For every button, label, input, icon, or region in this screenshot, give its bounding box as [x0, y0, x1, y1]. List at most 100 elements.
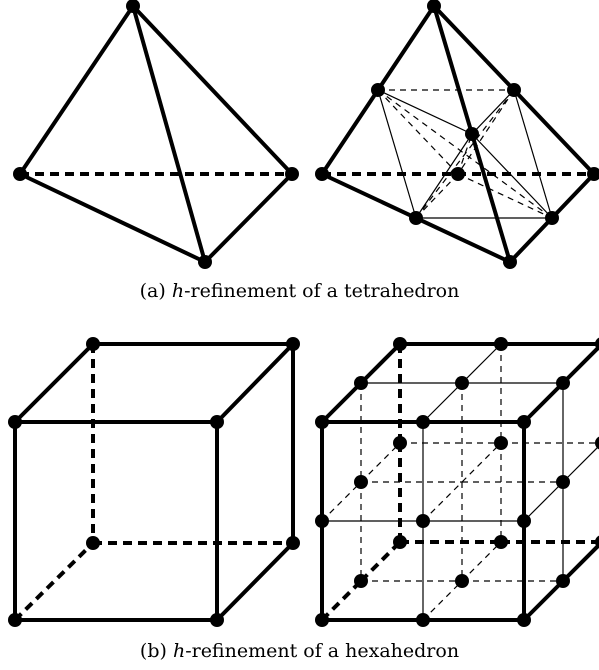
hidden-sub-edge [321, 481, 362, 522]
hidden-sub-edge [415, 173, 459, 219]
edge [561, 542, 599, 583]
midpoint-node [393, 436, 407, 450]
midpoint-node [595, 436, 599, 450]
midpoint-node [371, 83, 385, 97]
vertex-node [503, 255, 517, 269]
caption-tetrahedron-prefix: (a) [139, 280, 172, 302]
midpoint-node [494, 436, 508, 450]
midpoint-node [416, 514, 430, 528]
caption-hexahedron-prefix: (b) [139, 640, 173, 662]
hidden-edge [13, 541, 95, 622]
midpoint-node [465, 127, 479, 141]
caption-tetrahedron-text: -refinement of a tetrahedron [184, 280, 460, 302]
sub-edge [471, 89, 515, 135]
midpoint-node [556, 475, 570, 489]
refined-hexahedron-panel [315, 337, 599, 627]
vertex-node [517, 415, 531, 429]
sub-edge [523, 481, 564, 522]
vertex-node [595, 535, 599, 549]
edge [18, 172, 207, 264]
edge [203, 172, 294, 264]
vertex-node [517, 613, 531, 627]
sub-edge [461, 343, 502, 384]
edge [359, 342, 402, 385]
vertex-node [427, 0, 441, 13]
hidden-sub-edge [457, 173, 553, 219]
tetrahedron-panel [13, 0, 299, 269]
hidden-sub-edge [415, 89, 515, 219]
vertex-node [210, 613, 224, 627]
midpoint-node [354, 376, 368, 390]
vertex-node [86, 337, 100, 351]
sub-edge [377, 89, 473, 135]
edge [561, 344, 599, 385]
vertex-node [126, 0, 140, 13]
vertex-node [8, 613, 22, 627]
edge [215, 342, 295, 424]
vertex-node [315, 415, 329, 429]
vertex-node [393, 337, 407, 351]
vertex-node [587, 167, 599, 181]
hidden-sub-edge [457, 133, 473, 175]
edge [522, 381, 565, 424]
vertex-node [286, 337, 300, 351]
caption-hexahedron: (b) h-refinement of a hexahedron [0, 640, 599, 662]
midpoint-node [507, 83, 521, 97]
vertex-node [595, 337, 599, 351]
midpoint-node [556, 574, 570, 588]
midpoint-node [354, 574, 368, 588]
hidden-sub-edge [461, 541, 502, 582]
sub-edge [377, 89, 417, 219]
sub-edge [422, 382, 463, 423]
hidden-sub-edge [422, 580, 463, 621]
midpoint-node [517, 514, 531, 528]
caption-tetrahedron-variable: h [171, 280, 185, 302]
hidden-sub-edge [461, 442, 502, 483]
hidden-sub-edge [422, 481, 463, 522]
hidden-sub-edge [377, 89, 459, 175]
midpoint-node [494, 337, 508, 351]
vertex-node [285, 167, 299, 181]
caption-tetrahedron: (a) h-refinement of a tetrahedron [0, 280, 599, 302]
edge [215, 541, 295, 622]
midpoint-node [416, 415, 430, 429]
midpoint-node [409, 211, 423, 225]
edge [131, 4, 207, 264]
edge [131, 4, 294, 176]
hidden-sub-edge [360, 442, 401, 483]
vertex-node [198, 255, 212, 269]
hidden-sub-edge [457, 89, 515, 175]
vertex-node [210, 415, 224, 429]
vertex-node [13, 167, 27, 181]
vertex-node [8, 415, 22, 429]
sub-edge [513, 89, 553, 219]
vertex-node [393, 535, 407, 549]
hidden-edge [320, 579, 363, 622]
hidden-sub-edge [377, 89, 553, 219]
edge [18, 4, 135, 176]
caption-hexahedron-variable: h [172, 640, 186, 662]
vertex-node [315, 613, 329, 627]
midpoint-node [451, 167, 465, 181]
midpoint-node [556, 376, 570, 390]
midpoint-node [494, 535, 508, 549]
midpoint-node [545, 211, 559, 225]
caption-hexahedron-text: -refinement of a hexahedron [185, 640, 460, 662]
midpoint-node [315, 514, 329, 528]
hexahedron-panel [8, 337, 300, 627]
edge [320, 381, 363, 424]
edge [13, 342, 95, 424]
sub-edge [471, 133, 553, 219]
hidden-edge [359, 540, 402, 583]
edge [522, 579, 565, 622]
refined-tetrahedron-panel [315, 0, 599, 269]
midpoint-node [455, 376, 469, 390]
vertex-node [86, 536, 100, 550]
vertex-node [286, 536, 300, 550]
midpoint-node [455, 574, 469, 588]
vertex-node [315, 167, 329, 181]
midpoint-node [416, 613, 430, 627]
midpoint-node [354, 475, 368, 489]
sub-edge [562, 445, 599, 483]
